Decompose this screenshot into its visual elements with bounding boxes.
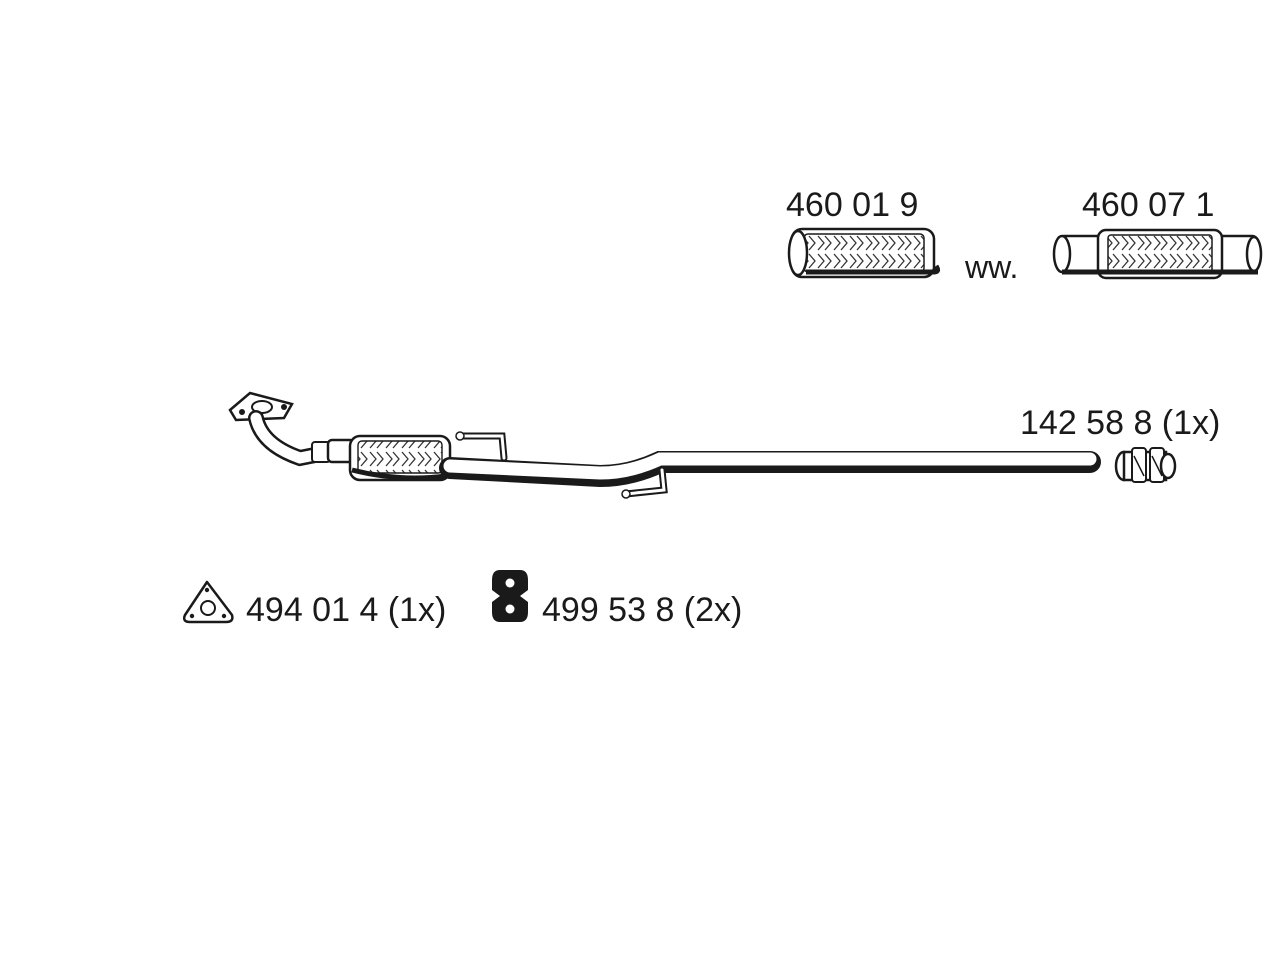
part-label-494014: 494 01 4 (1x) [246, 591, 446, 629]
front-exhaust-pipe-icon [228, 391, 1101, 499]
part-label-499538: 499 53 8 (2x) [542, 591, 742, 629]
alternative-marker: ww. [964, 249, 1018, 285]
part-number-460019: 460 01 9 [786, 186, 918, 224]
triangle-gasket-icon [182, 580, 234, 624]
flex-pipe-short-icon [787, 227, 941, 279]
part-number-460071: 460 07 1 [1082, 186, 1214, 224]
rubber-mount-icon [492, 570, 528, 622]
flex-pipe-long-icon [1052, 228, 1263, 280]
part-label-142588: 142 58 8 (1x) [1020, 404, 1220, 442]
pipe-clamp-icon [1114, 447, 1177, 483]
